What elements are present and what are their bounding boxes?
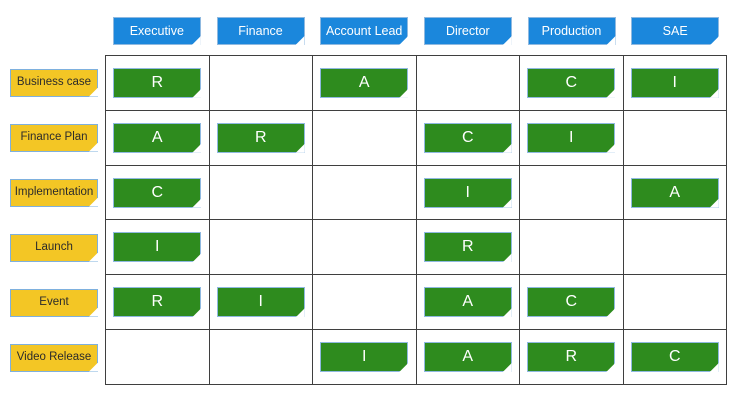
raci-tag[interactable]: R xyxy=(113,67,202,98)
raci-tag[interactable]: I xyxy=(113,232,202,263)
row-label-tag[interactable]: Video Release xyxy=(10,343,98,372)
matrix-cell[interactable] xyxy=(313,165,417,220)
raci-tag[interactable]: C xyxy=(423,122,512,153)
column-header-director: Director xyxy=(416,16,520,46)
matrix-cell[interactable] xyxy=(624,275,727,329)
raci-tag[interactable]: R xyxy=(113,287,202,318)
raci-tag[interactable]: I xyxy=(423,177,512,208)
column-header-finance: Finance xyxy=(209,16,313,46)
raci-tag[interactable]: R xyxy=(216,122,305,153)
raci-tag[interactable]: R xyxy=(423,232,512,263)
column-header-row: Executive Finance Account Lead Director … xyxy=(105,16,727,46)
row-label-finance-plan: Finance Plan xyxy=(10,110,102,165)
raci-tag[interactable]: C xyxy=(630,342,719,373)
raci-tag[interactable]: A xyxy=(320,67,409,98)
matrix-cell[interactable] xyxy=(520,220,624,275)
matrix-cell[interactable] xyxy=(210,165,313,220)
matrix-row: R I A C xyxy=(106,275,727,331)
matrix-cell[interactable] xyxy=(210,220,313,275)
matrix-cell[interactable]: A xyxy=(417,275,520,330)
matrix-row: A R C I xyxy=(106,110,727,166)
row-label-tag[interactable]: Business case xyxy=(10,68,98,97)
matrix-cell[interactable]: I xyxy=(417,165,520,220)
column-header-executive: Executive xyxy=(105,16,209,46)
matrix-cell[interactable]: I xyxy=(210,275,313,330)
row-label-launch: Launch xyxy=(10,220,102,275)
matrix-cell[interactable] xyxy=(313,220,417,275)
matrix-row: C I A xyxy=(106,165,727,221)
matrix-row: I R xyxy=(106,220,727,276)
row-label-video-release: Video Release xyxy=(10,330,102,385)
matrix-cell[interactable]: R xyxy=(417,220,520,275)
matrix-cell[interactable] xyxy=(106,330,210,384)
row-label-implementation: Implementation xyxy=(10,165,102,220)
raci-tag[interactable]: I xyxy=(320,342,409,373)
matrix-cell[interactable]: A xyxy=(106,110,210,165)
row-label-column: Business case Finance Plan Implementatio… xyxy=(10,55,102,385)
raci-tag[interactable]: R xyxy=(527,342,616,373)
matrix-cell[interactable] xyxy=(520,165,624,220)
matrix-row: R A C I xyxy=(106,56,726,111)
raci-tag[interactable]: A xyxy=(423,342,512,373)
raci-grid: R A C I A R xyxy=(105,55,727,385)
matrix-cell[interactable] xyxy=(210,56,313,110)
row-label-tag[interactable]: Event xyxy=(10,288,98,317)
matrix-cell[interactable]: C xyxy=(106,165,210,220)
matrix-cell[interactable] xyxy=(210,330,313,384)
matrix-cell[interactable]: I xyxy=(313,330,417,384)
column-header-tag[interactable]: Executive xyxy=(112,17,201,45)
matrix-cell[interactable]: A xyxy=(624,166,727,220)
matrix-cell[interactable] xyxy=(313,275,417,330)
matrix-cell[interactable] xyxy=(313,110,417,165)
row-label-business-case: Business case xyxy=(10,55,102,110)
raci-tag[interactable]: I xyxy=(216,287,305,318)
column-header-tag[interactable]: Director xyxy=(423,17,512,45)
raci-tag[interactable]: A xyxy=(423,287,512,318)
matrix-cell[interactable]: C xyxy=(520,56,624,110)
matrix-cell[interactable]: C xyxy=(417,110,520,165)
matrix-cell[interactable]: C xyxy=(624,330,727,384)
raci-tag[interactable]: A xyxy=(113,122,202,153)
column-header-tag[interactable]: Finance xyxy=(216,17,305,45)
matrix-cell[interactable]: I xyxy=(624,56,727,110)
raci-tag[interactable]: C xyxy=(527,287,616,318)
column-header-tag[interactable]: Production xyxy=(527,17,616,45)
column-header-tag[interactable]: SAE xyxy=(631,17,720,45)
matrix-cell[interactable]: I xyxy=(520,110,624,165)
raci-tag[interactable]: A xyxy=(630,177,719,208)
row-label-event: Event xyxy=(10,275,102,330)
row-label-tag[interactable]: Implementation xyxy=(10,178,98,207)
raci-tag[interactable]: C xyxy=(113,177,202,208)
column-header-tag[interactable]: Account Lead xyxy=(320,17,409,45)
matrix-cell[interactable]: C xyxy=(520,275,624,330)
matrix-cell[interactable]: R xyxy=(106,275,210,330)
matrix-cell[interactable]: A xyxy=(313,56,417,110)
matrix-cell[interactable] xyxy=(417,56,520,110)
column-header-production: Production xyxy=(520,16,624,46)
raci-tag[interactable]: I xyxy=(630,67,719,98)
column-header-sae: SAE xyxy=(623,16,727,46)
matrix-cell[interactable]: A xyxy=(417,330,520,384)
matrix-cell[interactable] xyxy=(624,111,727,165)
matrix-row: I A R C xyxy=(106,330,726,384)
row-label-tag[interactable]: Launch xyxy=(10,233,98,262)
matrix-cell[interactable]: I xyxy=(106,220,210,275)
row-label-tag[interactable]: Finance Plan xyxy=(10,123,98,152)
raci-tag[interactable]: I xyxy=(527,122,616,153)
matrix-cell[interactable] xyxy=(624,220,727,274)
matrix-cell[interactable]: R xyxy=(520,330,624,384)
column-header-account-lead: Account Lead xyxy=(312,16,416,46)
matrix-cell[interactable]: R xyxy=(106,56,210,110)
matrix-cell[interactable]: R xyxy=(210,110,313,165)
raci-tag[interactable]: C xyxy=(527,67,616,98)
